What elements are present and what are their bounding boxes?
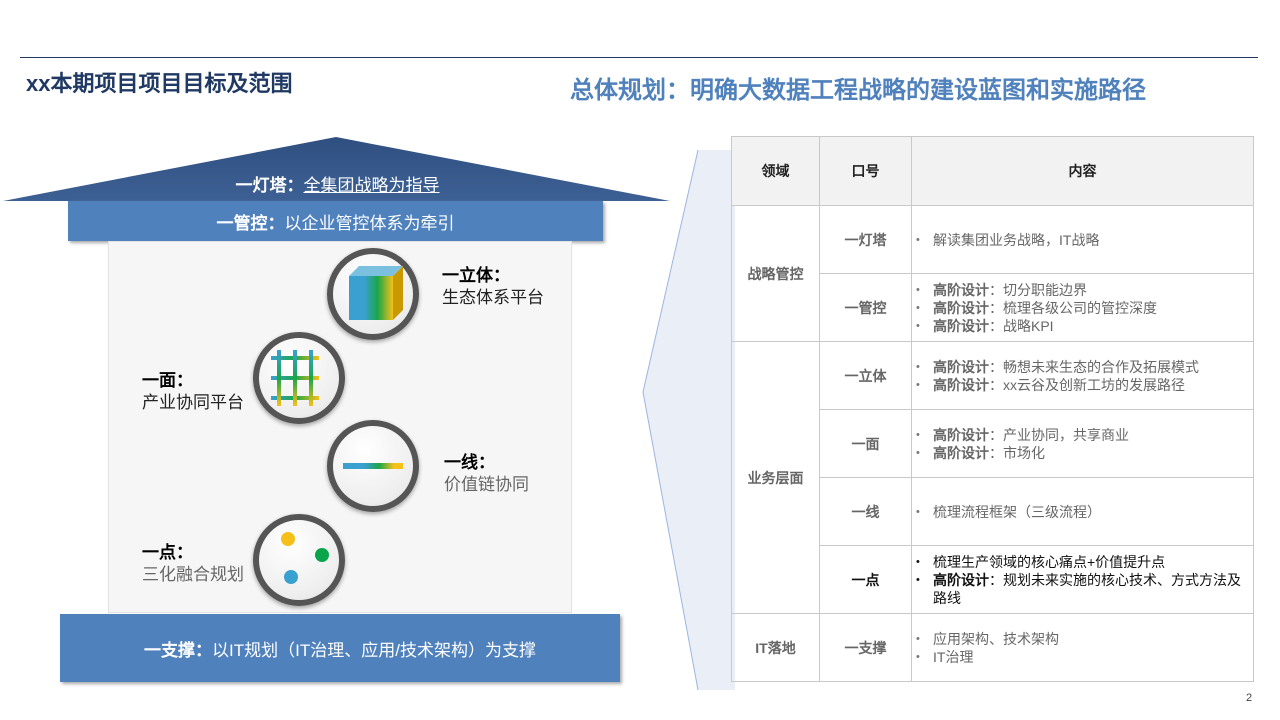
callout-arrow: [642, 150, 735, 691]
list-item: 高阶设计：市场化: [916, 444, 1253, 462]
scope-table: 领域 口号 内容 战略管控 一灯塔 解读集团业务战略，IT战略 一管控 高阶设计…: [731, 136, 1254, 682]
header-content: 内容: [911, 136, 1254, 206]
dots-icon: [253, 514, 345, 606]
list-item: 梳理生产领域的核心痛点+价值提升点: [916, 553, 1253, 571]
item-dots-label: 一点：三化融合规划: [142, 543, 244, 584]
mgmt-band: 一管控：以企业管控体系为牵引: [68, 201, 603, 241]
table-header-row: 领域 口号 内容: [731, 136, 1254, 206]
support-band: 一支撑：以IT规划（IT治理、应用/技术架构）为支撑: [60, 614, 620, 682]
header-slogan: 口号: [819, 136, 912, 206]
table-row: 一线 梳理流程框架（三级流程）: [732, 477, 1254, 546]
list-item: IT治理: [916, 648, 1253, 666]
item-line-label: 一线：价值链协同: [444, 453, 529, 494]
content-cell: 高阶设计：产业协同，共享商业 高阶设计：市场化: [911, 409, 1254, 478]
content-cell: 梳理生产领域的核心痛点+价值提升点 高阶设计：规划未来实施的核心技术、方式方法及…: [911, 545, 1254, 614]
list-item: 高阶设计：xx云谷及创新工坊的发展路径: [916, 376, 1253, 394]
item-grid-label: 一面：产业协同平台: [142, 371, 244, 412]
table-row: 一点 梳理生产领域的核心痛点+价值提升点 高阶设计：规划未来实施的核心技术、方式…: [732, 545, 1254, 614]
line-icon: [327, 420, 419, 512]
list-item: 高阶设计：规划未来实施的核心技术、方式方法及路线: [916, 571, 1253, 607]
house-roof: [3, 137, 670, 201]
slogan-cell: 一立体: [819, 341, 912, 410]
page-number: 2: [1246, 692, 1253, 704]
slogan-cell: 一管控: [819, 273, 912, 342]
header-area: 领域: [731, 136, 820, 206]
list-item: 应用架构、技术架构: [916, 630, 1253, 648]
list-item: 高阶设计：畅想未来生态的合作及拓展模式: [916, 358, 1253, 376]
slogan-cell: 一线: [819, 477, 912, 546]
area-cell: IT落地: [731, 613, 820, 682]
page-title: xx本期项目项目目标及范围: [26, 71, 293, 96]
slogan-cell: 一点: [819, 545, 912, 614]
content-cell: 应用架构、技术架构 IT治理: [911, 613, 1254, 682]
slogan-cell: 一面: [819, 409, 912, 478]
content-cell: 高阶设计：切分职能边界 高阶设计：梳理各级公司的管控深度 高阶设计：战略KPI: [911, 273, 1254, 342]
table-row: 战略管控 一灯塔 解读集团业务战略，IT战略: [731, 205, 1254, 342]
item-cube-label: 一立体：生态体系平台: [442, 266, 544, 307]
table-row: 业务层面 一立体 高阶设计：畅想未来生态的合作及拓展模式 高阶设计：xx云谷及创…: [731, 341, 1254, 614]
header-divider: [20, 57, 1258, 58]
table-row: 一管控 高阶设计：切分职能边界 高阶设计：梳理各级公司的管控深度 高阶设计：战略…: [732, 273, 1254, 342]
page-subtitle: 总体规划：明确大数据工程战略的建设蓝图和实施路径: [570, 77, 1146, 104]
slogan-cell: 一支撑: [819, 613, 912, 682]
list-item: 解读集团业务战略，IT战略: [916, 231, 1253, 249]
content-cell: 高阶设计：畅想未来生态的合作及拓展模式 高阶设计：xx云谷及创新工坊的发展路径: [911, 341, 1254, 410]
content-cell: 梳理流程框架（三级流程）: [911, 477, 1254, 546]
roof-label: 一灯塔：全集团战略为指导: [235, 175, 440, 195]
grid-icon: [253, 332, 345, 424]
list-item: 高阶设计：战略KPI: [916, 317, 1253, 335]
list-item: 高阶设计：产业协同，共享商业: [916, 426, 1253, 444]
area-cell: 业务层面: [731, 341, 820, 614]
list-item: 梳理流程框架（三级流程）: [916, 503, 1253, 521]
area-cell: 战略管控: [731, 205, 820, 342]
list-item: 高阶设计：梳理各级公司的管控深度: [916, 299, 1253, 317]
content-cell: 解读集团业务战略，IT战略: [911, 205, 1254, 274]
table-row: IT落地 一支撑 应用架构、技术架构 IT治理: [731, 613, 1254, 682]
list-item: 高阶设计：切分职能边界: [916, 281, 1253, 299]
cube-icon: [327, 248, 419, 340]
slogan-cell: 一灯塔: [819, 205, 912, 274]
